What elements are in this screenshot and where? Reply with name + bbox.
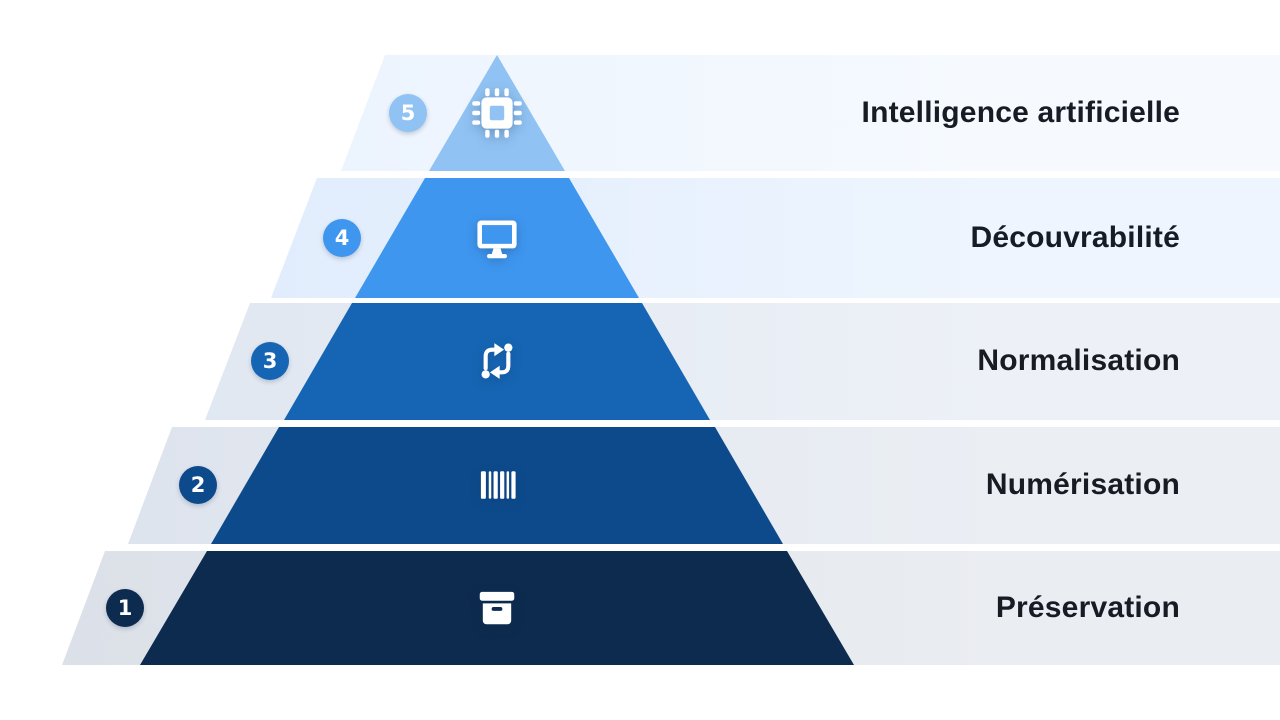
pyramid-segment (355, 178, 639, 298)
level-label: Préservation (995, 591, 1180, 624)
level-label: Intelligence artificielle (861, 96, 1180, 129)
archive-box-icon (474, 585, 520, 631)
desktop-monitor-glyph (477, 220, 517, 259)
level-number-badge: 1 (106, 589, 144, 627)
cpu-chip-icon (469, 85, 525, 141)
level-number: 4 (334, 225, 350, 250)
level-number: 3 (262, 348, 278, 373)
level-number-badge: 2 (179, 466, 217, 504)
pyramid-segment (140, 551, 854, 665)
sync-arrows-icon (473, 337, 521, 385)
level-label: Découvrabilité (970, 221, 1180, 254)
desktop-monitor-icon (472, 213, 522, 263)
barcode-icon (474, 462, 520, 508)
level-band (341, 55, 1280, 171)
pyramid-segment (211, 427, 783, 544)
level-number-badge: 3 (251, 342, 289, 380)
cpu-chip-glyph (472, 88, 522, 138)
level-label: Normalisation (977, 344, 1180, 377)
sync-arrows-glyph (481, 343, 513, 379)
barcode-glyph (480, 471, 516, 499)
level-number-badge: 4 (323, 219, 361, 257)
pyramid-segment (429, 55, 565, 171)
level-band (271, 178, 1280, 298)
level-number: 1 (117, 595, 133, 620)
level-label: Numérisation (985, 468, 1180, 501)
level-number: 5 (400, 100, 416, 125)
level-band (128, 427, 1280, 544)
level-number: 2 (190, 472, 206, 497)
level-band (62, 551, 1280, 665)
level-band (205, 303, 1280, 420)
pyramid-segment (284, 303, 710, 420)
level-number-badge: 5 (389, 94, 427, 132)
archive-box-glyph (479, 591, 515, 625)
